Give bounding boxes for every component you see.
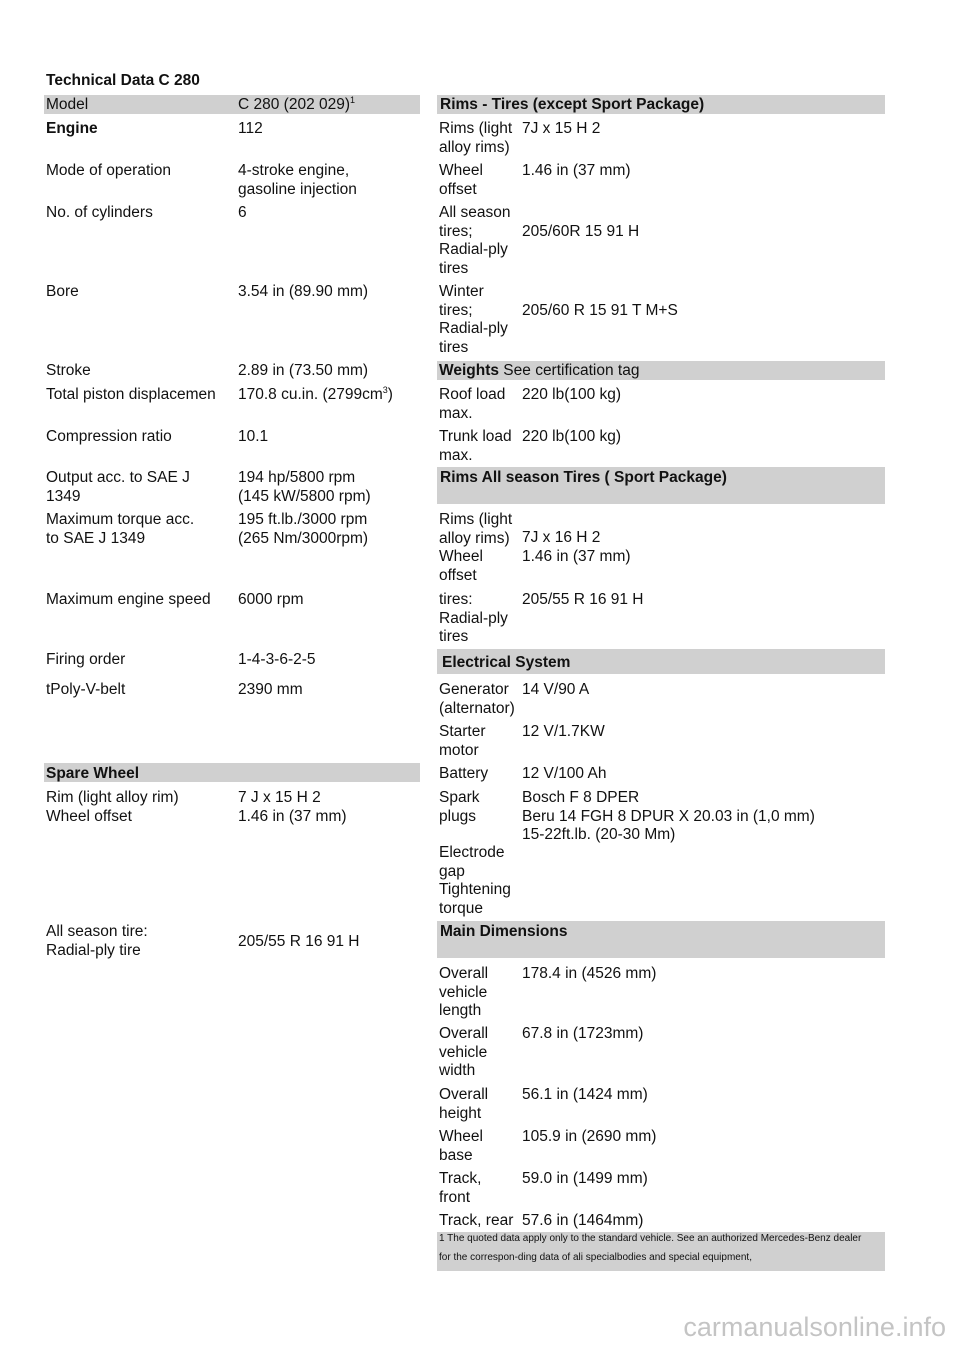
model-value: C 280 (202 029)1 (238, 95, 356, 114)
bore-label: Bore (46, 283, 79, 300)
dimensions-heading: Main Dimensions (440, 923, 568, 940)
track-rear-label: Track, rear (439, 1212, 514, 1229)
mode-of-operation-label: Mode of operation (46, 162, 171, 179)
height-label: Overall height (439, 1086, 489, 1122)
output-label: Output acc. to SAE J 1349 (46, 469, 190, 505)
max-speed-value: 6000 rpm (238, 591, 304, 608)
firing-order-label: Firing order (46, 651, 126, 668)
roof-load-label: Roof load max. (439, 386, 506, 422)
rims-value: 7J x 15 H 2 (522, 120, 601, 137)
wheelbase-label: Wheel base (439, 1128, 483, 1164)
torque-label: Maximum torque acc. to SAE J 1349 (46, 511, 195, 547)
sport-package-header-bar (437, 467, 885, 504)
electrode-torque-label: Electrode gap Tightening torque (439, 844, 511, 917)
engine-label: Engine (46, 120, 98, 137)
belt-label: tPoly-V-belt (46, 681, 126, 698)
rims-label: Rims (light alloy rims) (439, 120, 513, 156)
track-front-label: Track, front (439, 1170, 482, 1206)
winter-tires-value: 205/60 R 15 91 T M+S (522, 302, 678, 319)
bore-value: 3.54 in (89.90 mm) (238, 283, 369, 300)
starter-value: 12 V/1.7KW (522, 723, 605, 740)
height-value: 56.1 in (1424 mm) (522, 1086, 648, 1103)
max-speed-label: Maximum engine speed (46, 591, 211, 608)
sport-tires-label: tires: Radial-ply tires (439, 591, 508, 645)
compression-label: Compression ratio (46, 428, 172, 445)
wheel-offset-value: 1.46 in (37 mm) (522, 162, 631, 179)
spare-wheel-heading: Spare Wheel (46, 765, 140, 782)
starter-label: Starter motor (439, 723, 486, 759)
rims-tires-heading: Rims - Tires (except Sport Package) (440, 96, 705, 113)
model-label: Model (46, 96, 89, 113)
stroke-label: Stroke (46, 362, 91, 379)
cylinders-value: 6 (238, 204, 247, 221)
belt-value: 2390 mm (238, 681, 303, 698)
spark-plugs-value: Bosch F 8 DPER Beru 14 FGH 8 DPUR X 20.0… (522, 789, 815, 843)
generator-value: 14 V/90 A (522, 681, 590, 698)
track-front-value: 59.0 in (1499 mm) (522, 1170, 648, 1187)
displacement-value: 170.8 cu.in. (2799cm3) (238, 385, 393, 404)
spare-wheel-header-bar (44, 763, 420, 782)
track-rear-value: 57.6 in (1464mm) (522, 1212, 644, 1229)
cylinders-label: No. of cylinders (46, 204, 153, 221)
electrical-header-bar (437, 649, 885, 674)
trunk-load-value: 220 lb(100 kg) (522, 428, 622, 445)
torque-value: 195 ft.lb./3000 rpm (265 Nm/3000rpm) (238, 511, 369, 547)
length-label: Overall vehicle length (439, 965, 489, 1019)
length-value: 178.4 in (4526 mm) (522, 965, 657, 982)
width-label: Overall vehicle width (439, 1025, 489, 1079)
roof-load-value: 220 lb(100 kg) (522, 386, 622, 403)
trunk-load-label: Trunk load max. (439, 428, 512, 464)
width-value: 67.8 in (1723mm) (522, 1025, 644, 1042)
wheel-offset-label: Wheel offset (439, 162, 483, 198)
sport-package-heading: Rims All season Tires ( Sport Package) (440, 469, 727, 486)
all-season-tires-value: 205/60R 15 91 H (522, 223, 640, 240)
page-title: Technical Data C 280 (46, 72, 200, 89)
electrical-heading: Electrical System (442, 654, 571, 671)
spare-tire-label: All season tire: Radial-ply tire (46, 923, 148, 959)
battery-value: 12 V/100 Ah (522, 765, 607, 782)
wheelbase-value: 105.9 in (2690 mm) (522, 1128, 657, 1145)
sport-rims-label: Rims (light alloy rims) Wheel offset (439, 511, 513, 584)
output-value: 194 hp/5800 rpm (145 kW/5800 rpm) (238, 469, 371, 505)
spark-plugs-label: Spark plugs (439, 789, 480, 825)
spare-tire-value: 205/55 R 16 91 H (238, 933, 360, 950)
weights-header-bar (437, 361, 885, 380)
footnote-line-2: for the correspon-ding data of ali speci… (439, 1252, 752, 1263)
weights-heading: Weights See certification tag (439, 362, 640, 379)
spare-rim-label: Rim (light alloy rim) Wheel offset (46, 789, 179, 825)
displacement-label: Total piston displacemen (46, 386, 216, 403)
winter-tires-label: Winter tires; Radial-ply tires (439, 283, 508, 356)
sport-rims-value: 7J x 16 H 2 1.46 in (37 mm) (522, 529, 631, 565)
footnote-line-1: 1 The quoted data apply only to the stan… (439, 1233, 862, 1244)
model-header-bar (44, 95, 420, 114)
dimensions-header-bar (437, 921, 885, 958)
sport-tires-value: 205/55 R 16 91 H (522, 591, 644, 608)
generator-label: Generator (alternator) (439, 681, 515, 717)
mode-of-operation-value: 4-stroke engine, gasoline injection (238, 162, 357, 198)
all-season-tires-label: All season tires; Radial-ply tires (439, 204, 511, 277)
watermark: carmanualsonline.info (683, 1312, 946, 1342)
battery-label: Battery (439, 765, 489, 782)
stroke-value: 2.89 in (73.50 mm) (238, 362, 369, 379)
spare-rim-value: 7 J x 15 H 2 1.46 in (37 mm) (238, 789, 347, 825)
rims-tires-header-bar (437, 95, 885, 114)
firing-order-value: 1-4-3-6-2-5 (238, 651, 316, 668)
compression-value: 10.1 (238, 428, 269, 445)
footnote-bar (437, 1232, 885, 1271)
engine-value: 112 (238, 120, 263, 137)
